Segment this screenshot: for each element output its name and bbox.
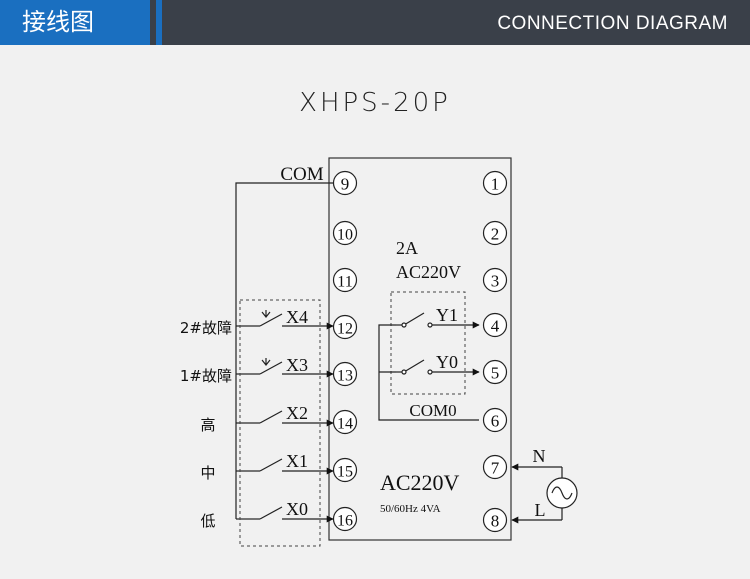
output-dashed-box xyxy=(390,291,466,395)
terminal-label-16: 16 xyxy=(337,513,353,530)
terminal-label-11: 11 xyxy=(337,274,352,291)
header-accent-stripe xyxy=(156,0,162,45)
ac-source-icon xyxy=(546,477,578,509)
output-label-y1: Y1 xyxy=(436,305,458,325)
module-body xyxy=(328,157,512,541)
header-title: 接线图 xyxy=(0,0,150,45)
rating-voltage: AC220V xyxy=(396,262,461,282)
com-label: COM xyxy=(280,164,323,185)
terminal-label-10: 10 xyxy=(337,227,353,244)
input-label-x0: X0 xyxy=(286,499,308,519)
input-name-high: 高 xyxy=(200,416,215,434)
terminal-label-6: 6 xyxy=(491,412,500,431)
input-name-fault-2: 2#故障 xyxy=(180,319,232,337)
terminal-label-13: 13 xyxy=(337,368,353,385)
output-relays xyxy=(378,312,480,421)
neutral-label: N xyxy=(533,446,546,466)
input-label-x2: X2 xyxy=(286,403,308,423)
left-terminal-15: 15 xyxy=(332,457,358,483)
terminal-label-4: 4 xyxy=(491,317,500,336)
com0-label: COM0 xyxy=(409,401,456,420)
right-terminal-8: 8 xyxy=(482,507,508,533)
left-terminal-13: 13 xyxy=(332,361,358,387)
right-terminal-3: 3 xyxy=(482,267,508,293)
power-supply-wiring xyxy=(511,463,563,524)
right-terminal-2: 2 xyxy=(482,220,508,246)
com-wiring xyxy=(235,182,333,520)
left-terminal-9: 9 xyxy=(332,170,358,196)
terminal-label-7: 7 xyxy=(491,459,500,478)
terminal-label-5: 5 xyxy=(491,364,500,383)
input-name-low: 低 xyxy=(200,512,215,530)
left-terminal-14: 14 xyxy=(332,409,358,435)
terminal-label-1: 1 xyxy=(491,175,500,194)
left-terminal-12: 12 xyxy=(332,314,358,340)
input-label-x1: X1 xyxy=(286,451,308,471)
terminal-label-9: 9 xyxy=(341,175,350,194)
model-title: XHPS-20P xyxy=(299,88,451,118)
connection-diagram: 9 10 11 12 13 14 15 16 1 2 3 4 5 6 7 8 C… xyxy=(180,157,578,547)
header-bar: 接线图 CONNECTION DIAGRAM xyxy=(0,0,750,45)
terminal-label-2: 2 xyxy=(491,225,500,244)
input-label-x3: X3 xyxy=(286,355,308,375)
input-label-x4: X4 xyxy=(286,307,308,327)
terminal-label-8: 8 xyxy=(491,512,500,531)
power-spec: 50/60Hz 4VA xyxy=(380,503,441,515)
input-switches xyxy=(247,310,334,523)
line-label: L xyxy=(535,500,546,520)
terminal-label-3: 3 xyxy=(491,272,500,291)
input-name-medium: 中 xyxy=(200,464,215,482)
input-name-fault-1: 1#故障 xyxy=(180,367,232,385)
terminal-label-15: 15 xyxy=(337,464,353,481)
left-terminal-11: 11 xyxy=(332,267,358,293)
right-terminal-4: 4 xyxy=(482,312,508,338)
right-terminal-5: 5 xyxy=(482,359,508,385)
left-terminal-10: 10 xyxy=(332,220,358,246)
input-dashed-box xyxy=(239,299,321,547)
terminal-label-12: 12 xyxy=(337,321,353,338)
left-terminal-16: 16 xyxy=(332,506,358,532)
right-terminal-7: 7 xyxy=(482,454,508,480)
right-terminal-6: 6 xyxy=(482,407,508,433)
terminal-label-14: 14 xyxy=(337,416,353,433)
header-subtitle: CONNECTION DIAGRAM xyxy=(497,13,728,34)
power-voltage: AC220V xyxy=(380,470,460,495)
right-terminal-1: 1 xyxy=(482,170,508,196)
output-label-y0: Y0 xyxy=(436,352,458,372)
rating-current: 2A xyxy=(396,238,418,258)
